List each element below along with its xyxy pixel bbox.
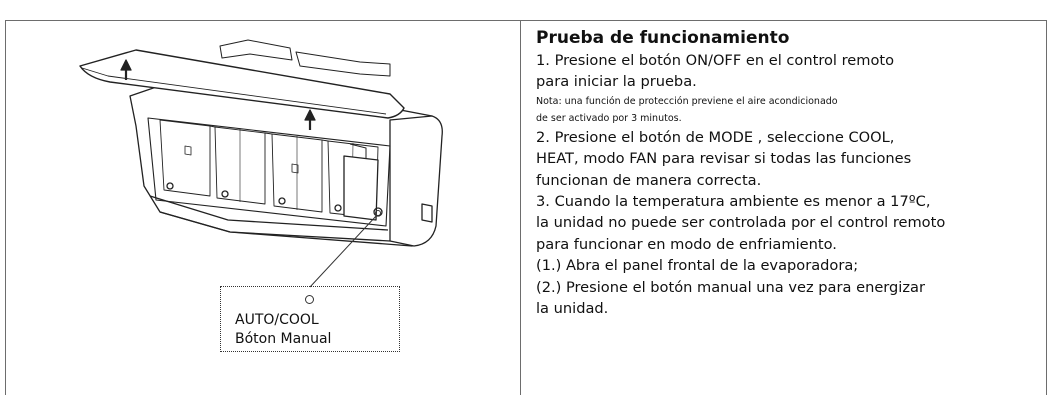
- instruction-line: 3. Cuando la temperatura ambiente es men…: [536, 193, 931, 211]
- column-divider: [520, 20, 521, 395]
- note-line: de ser activado por 3 minutos.: [536, 112, 682, 124]
- manual-button-callout: AUTO/COOL Bóton Manual: [220, 286, 400, 352]
- note-line: Nota: una función de protección previene…: [536, 95, 838, 107]
- instructions-column: Prueba de funcionamiento 1. Presione el …: [528, 26, 1044, 319]
- instruction-line: 1. Presione el botón ON/OFF en el contro…: [536, 52, 895, 69]
- frame-right-border: [1046, 20, 1047, 395]
- instruction-line: para iniciar la prueba.: [536, 73, 697, 91]
- manual-button-label-line1: AUTO/COOL: [235, 312, 319, 328]
- instruction-line: funcionan de manera correcta.: [536, 171, 762, 189]
- manual-button-circle[interactable]: [305, 295, 314, 304]
- instruction-line: la unidad no puede ser controlada por el…: [536, 214, 946, 232]
- frame-top-border: [5, 20, 1047, 21]
- instruction-line: para funcionar en modo de enfriamiento.: [536, 235, 837, 253]
- frame-left-border: [5, 20, 6, 395]
- section-title: Prueba de funcionamiento: [536, 28, 790, 48]
- instruction-line: HEAT, modo FAN para revisar si todas las…: [536, 150, 912, 168]
- manual-button-label-line2: Bóton Manual: [235, 331, 332, 347]
- instruction-line: la unidad.: [536, 300, 609, 318]
- indoor-unit-illustration: [79, 39, 443, 247]
- instruction-line: 2. Presione el botón de MODE , seleccion…: [536, 128, 895, 146]
- instruction-line: (1.) Abra el panel frontal de la evapora…: [536, 257, 859, 275]
- instruction-line: (2.) Presione el botón manual una vez pa…: [536, 278, 925, 296]
